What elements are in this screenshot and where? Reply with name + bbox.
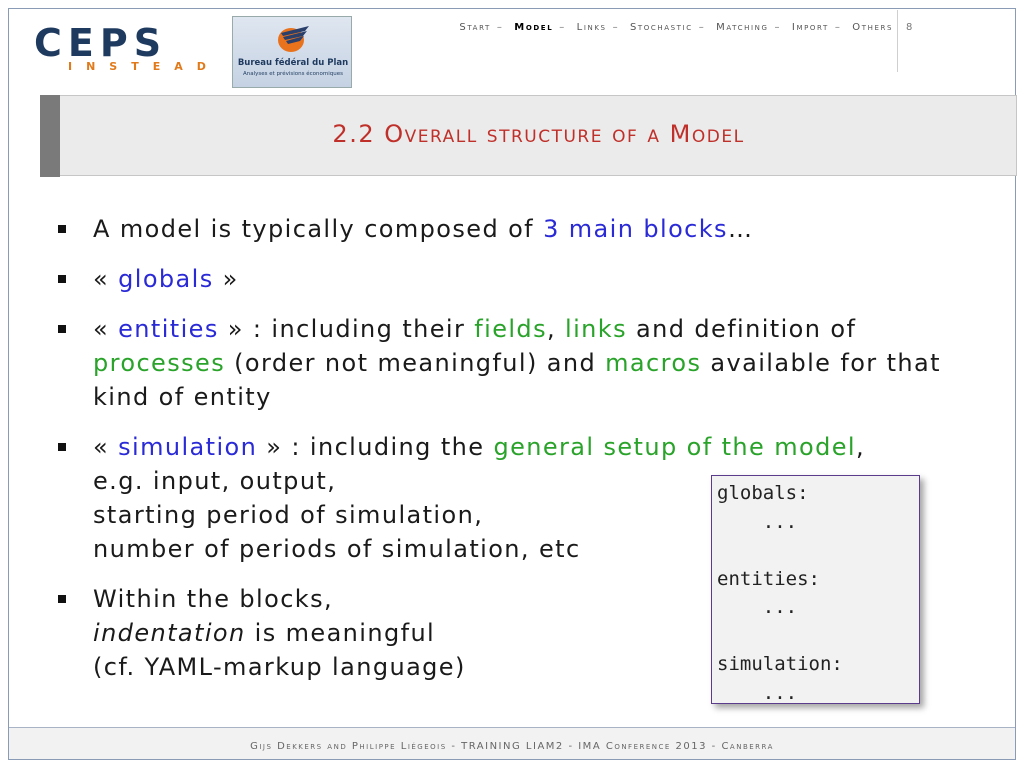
slide-title: 2.2 Overall structure of a Model <box>332 120 745 148</box>
bullet-text: Within the blocks, <box>93 585 334 613</box>
bullet-text: « <box>93 433 119 461</box>
highlight-general-setup: general setup of the model <box>493 433 856 461</box>
bullet-text: « <box>93 265 119 293</box>
bullet-text: , <box>546 315 566 343</box>
nav-item-others[interactable]: Others <box>852 22 893 33</box>
bullet-square-icon <box>58 225 66 233</box>
bullet-item-entities: « entities » : including their fields, l… <box>56 312 976 414</box>
highlight-main-blocks: 3 main blocks <box>543 215 728 243</box>
nav-item-import[interactable]: Import <box>791 22 829 33</box>
bullet-text: is meaningful <box>245 619 436 647</box>
slide-frame <box>8 8 1016 760</box>
ceps-logo-text: CEPS <box>34 21 168 65</box>
bullet-square-icon <box>58 595 66 603</box>
bullet-text: starting period of simulation, <box>93 501 484 529</box>
bullet-square-icon <box>58 443 66 451</box>
highlight-links: links <box>565 315 627 343</box>
section-navigation: Start– Model– Links– Stochastic– Matchin… <box>456 22 896 33</box>
bullet-text: A model is typically composed of <box>93 215 544 243</box>
yaml-code-example: globals: ... entities: ... simulation: .… <box>711 475 920 704</box>
highlight-processes: processes <box>93 349 226 377</box>
bullet-text: (order not meaningful) and <box>225 349 606 377</box>
ceps-logo-subtext: INSTEAD <box>68 60 220 73</box>
highlight-macros: macros <box>605 349 702 377</box>
nav-separator: – <box>698 22 706 33</box>
footer-text: Gijs Dekkers and Philippe Liégeois - TRA… <box>250 741 774 752</box>
nav-item-matching[interactable]: Matching <box>716 22 769 33</box>
nav-separator: – <box>559 22 566 33</box>
page-number-divider <box>897 10 898 72</box>
title-banner <box>42 95 1017 176</box>
bureau-federal-du-plan-logo: Bureau fédéral du Plan Analyses et prévi… <box>232 16 352 88</box>
highlight-globals: globals <box>118 265 214 293</box>
bullet-text: , <box>855 433 865 461</box>
nav-item-stochastic[interactable]: Stochastic <box>629 22 693 33</box>
bullet-text: available for that kind of entity <box>93 349 941 411</box>
nav-item-start[interactable]: Start <box>459 22 491 33</box>
nav-separator: – <box>834 22 842 33</box>
bfp-logo-subtitle: Analyses et prévisions économiques <box>243 71 343 77</box>
bfp-emblem-icon <box>278 26 309 52</box>
bullet-text: and definition of <box>627 315 857 343</box>
bullet-item-indentation: Within the blocks, indentation is meanin… <box>56 582 976 684</box>
bullet-item-blocks: A model is typically composed of 3 main … <box>56 212 976 246</box>
footer-bar <box>9 727 1015 759</box>
bullet-square-icon <box>58 325 66 333</box>
bullet-text: e.g. input, output, <box>93 467 337 495</box>
bullet-item-globals: « globals » <box>56 262 976 296</box>
bullet-item-simulation: « simulation » : including the general s… <box>56 430 976 566</box>
page-number: 8 <box>906 22 913 33</box>
bullet-text: « <box>93 315 119 343</box>
nav-item-links[interactable]: Links <box>576 22 607 33</box>
nav-separator: – <box>496 22 504 33</box>
bullet-text: number of periods of simulation, etc <box>93 535 581 563</box>
bullet-text: » : including the <box>257 433 494 461</box>
bullet-text: … <box>727 215 754 243</box>
highlight-fields: fields <box>474 315 547 343</box>
bullet-text: » : including their <box>218 315 475 343</box>
title-accent-bar <box>40 95 60 177</box>
bullet-text: » <box>213 265 239 293</box>
highlight-simulation: simulation <box>118 433 258 461</box>
nav-separator: – <box>612 22 620 33</box>
bullet-square-icon <box>58 275 66 283</box>
bfp-logo-title: Bureau fédéral du Plan <box>237 58 349 68</box>
ceps-instead-logo: CEPS INSTEAD <box>34 21 220 73</box>
nav-separator: – <box>774 22 782 33</box>
nav-item-model[interactable]: Model <box>514 22 554 33</box>
highlight-entities: entities <box>118 315 219 343</box>
emphasis-indentation: indentation <box>93 619 246 647</box>
bullet-list: A model is typically composed of 3 main … <box>56 212 976 700</box>
bullet-text: (cf. YAML-markup language) <box>93 653 466 681</box>
